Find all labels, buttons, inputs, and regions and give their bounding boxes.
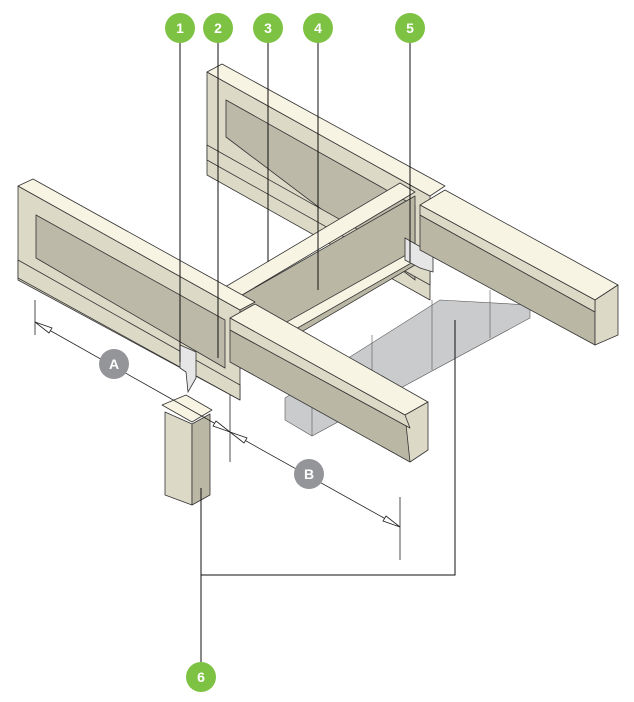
callout-2: 2 — [203, 13, 233, 43]
svg-text:3: 3 — [264, 20, 272, 36]
dimension-marker-a: A — [99, 349, 129, 379]
svg-text:B: B — [304, 466, 314, 482]
joist-hanger — [179, 344, 197, 394]
svg-text:5: 5 — [406, 20, 414, 36]
callout-3: 3 — [253, 13, 283, 43]
callout-4: 4 — [303, 13, 333, 43]
callout-1: 1 — [165, 13, 195, 43]
leader-lines — [179, 43, 456, 662]
svg-text:4: 4 — [314, 20, 322, 36]
callout-5: 5 — [395, 13, 425, 43]
front-beam — [229, 303, 429, 463]
front-i-joist — [17, 178, 256, 401]
callout-6: 6 — [186, 662, 216, 692]
right-beam — [419, 189, 619, 346]
svg-text:2: 2 — [214, 20, 222, 36]
svg-text:A: A — [109, 356, 119, 372]
svg-text:1: 1 — [176, 20, 184, 36]
post — [161, 394, 213, 506]
dimension-marker-b: B — [294, 459, 324, 489]
svg-text:6: 6 — [197, 669, 205, 685]
